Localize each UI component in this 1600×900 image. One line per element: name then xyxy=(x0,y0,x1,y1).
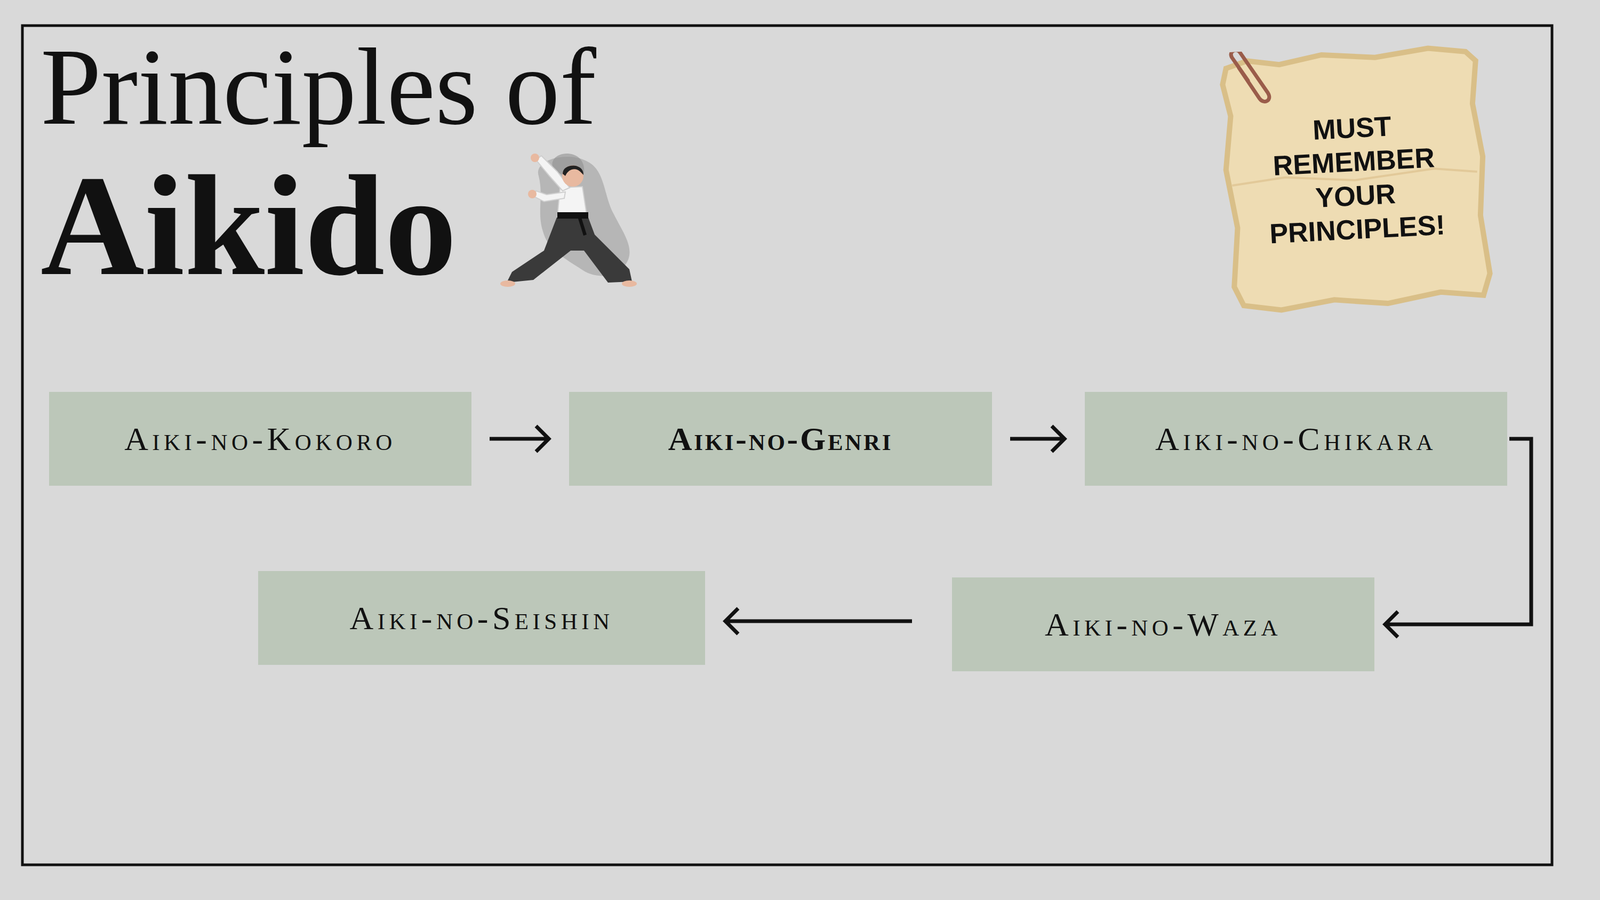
aikido-figure xyxy=(500,153,637,287)
principle-box: Aiki-no-Genri xyxy=(569,392,992,486)
flow-arrow xyxy=(725,608,912,635)
principle-box: Aiki-no-Kokoro xyxy=(49,392,472,486)
note-text: MUST REMEMBER YOUR PRINCIPLES! xyxy=(1236,105,1474,253)
box-label: Aiki-no-Seishin xyxy=(349,599,614,638)
sticky-note: MUST REMEMBER YOUR PRINCIPLES! xyxy=(1214,38,1495,319)
diagram-title: Principles of Aikido xyxy=(40,17,745,295)
box-label: Aiki-no-Chikara xyxy=(1155,420,1437,459)
note-paper xyxy=(1220,45,1492,314)
principle-box: Aiki-no-Waza xyxy=(952,577,1375,672)
box-label: Aiki-no-Waza xyxy=(1044,605,1282,644)
principle-box: Aiki-no-Chikara xyxy=(1084,392,1508,486)
principle-box: Aiki-no-Seishin xyxy=(258,571,706,666)
flow-arrow xyxy=(489,426,549,452)
paper-clip xyxy=(1230,48,1270,103)
box-label: Aiki-no-Kokoro xyxy=(124,420,397,459)
flow-arrow xyxy=(1010,426,1065,452)
box-label: Aiki-no-Genri xyxy=(668,420,894,459)
